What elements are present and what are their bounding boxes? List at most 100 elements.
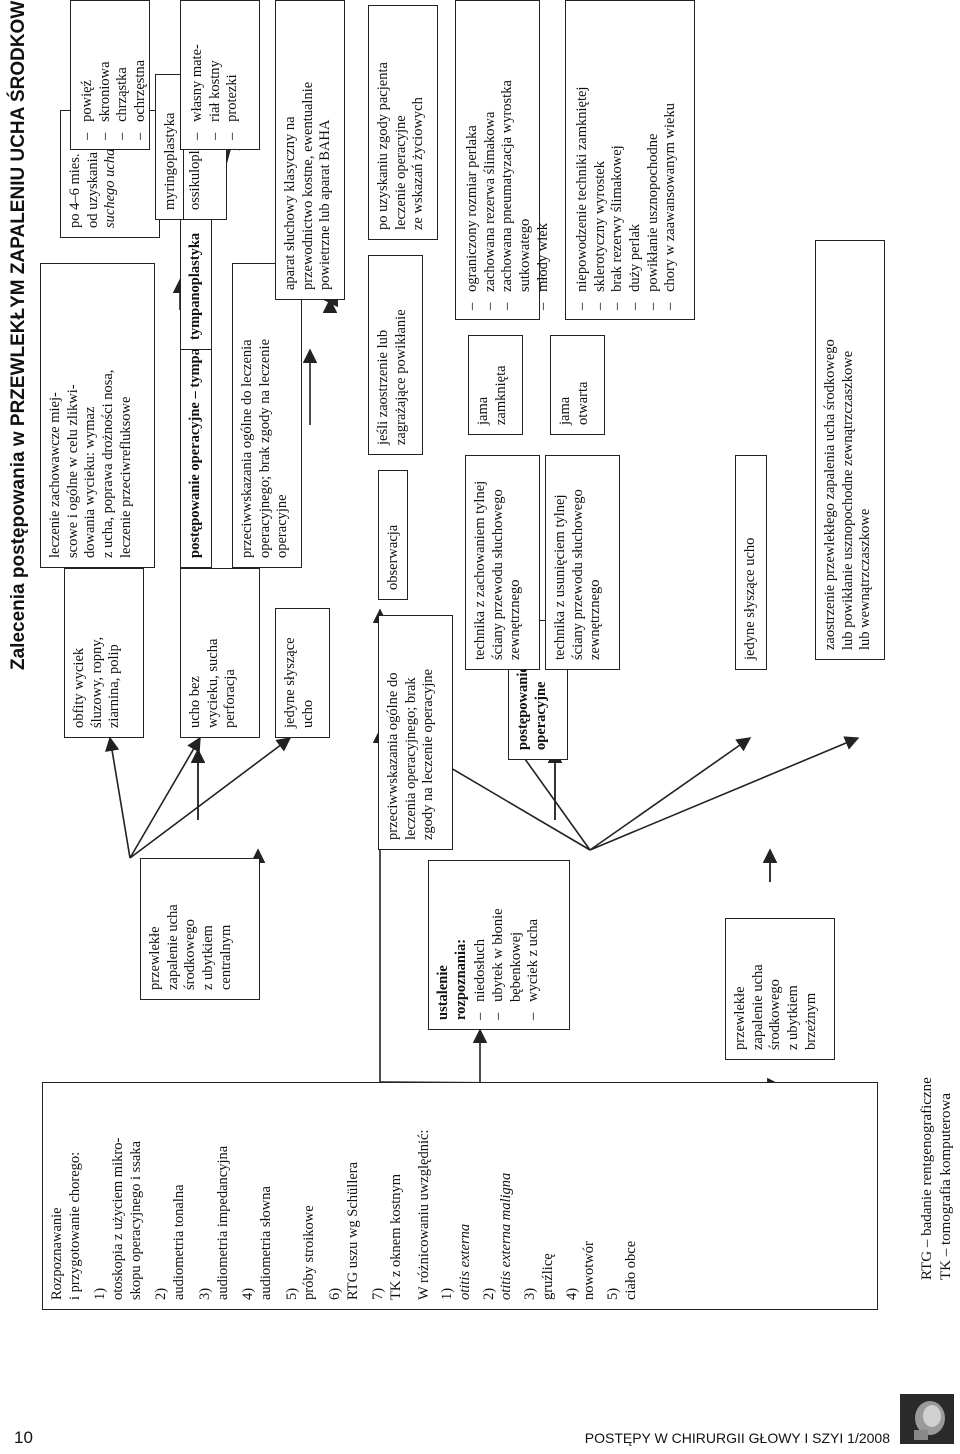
procedures-heading: Rozpoznawanie [49, 1207, 65, 1300]
marginal-label: zapalenie ucha [749, 964, 766, 1050]
closed-criteria-box: ograniczony rozmiar perlakazachowana rez… [455, 0, 551, 320]
diagnosis-item: wyciek z ucha [525, 870, 543, 1020]
open-cavity-text: jama [557, 396, 573, 425]
procedure-number: 3) [196, 1287, 213, 1300]
differential-text: ciało obce [622, 1240, 639, 1300]
complications-box: zaostrzenie przewlekłego zapalenia ucha … [815, 240, 885, 660]
graft-item: powięź [79, 10, 97, 140]
open-cavity-text: otwarta [574, 381, 591, 425]
central-label: centralnym [217, 924, 234, 990]
only-hearing-text: jedyne słyszące ucho [742, 537, 758, 660]
legend-entry: RTG – badanie rentgenograficzne [919, 1077, 935, 1280]
hearing-aid-text: powietrzne lub aparat BAHA [317, 119, 334, 290]
procedure-number: 1) [92, 1287, 109, 1300]
diagnosis-item: niedosłuch [472, 870, 490, 1020]
central-label: środkowego [182, 919, 199, 990]
dry-ear-text: ucho bez [187, 676, 203, 728]
differential-number: 1) [439, 1287, 456, 1300]
differential-item: 3)gruźlicę [522, 1092, 557, 1300]
procedure-item: 6)RTG uszu wg Schüllera [327, 1092, 362, 1300]
procedure-item: 1)otoskopia z użyciem mikro-skopu operac… [92, 1092, 145, 1300]
dry-ear-text: wycieku, sucha [204, 638, 221, 728]
central-label: przewlekłe [147, 926, 163, 990]
procedure-text: audiometria tonalna [171, 1184, 188, 1300]
consent-text: po uzyskaniu zgody pacjenta [375, 62, 391, 230]
only-hearing-text: jedyne słyszące [282, 637, 298, 728]
differential-text: otitis externa [457, 1223, 474, 1300]
procedure-text: otoskopia z użyciem mikro- [110, 1137, 127, 1300]
contraindication-text: leczenia operacyjnego; brak [402, 677, 419, 840]
contraindication-text: przeciwwskazania ogólne do [385, 672, 401, 841]
differential-item: 2)otitis externa maligna [481, 1092, 516, 1300]
procedure-item: 7)TK z oknem kostnym [370, 1092, 405, 1300]
diagnosis-item-list: niedosłuchubytek w błonie bębenkowejwyci… [472, 870, 543, 1020]
differential-item: 5)ciało obce [605, 1092, 640, 1300]
differential-number: 5) [604, 1287, 621, 1300]
closed-criterion-list: ograniczony rozmiar perlakazachowana rez… [464, 10, 552, 310]
skull-icon [900, 1394, 954, 1444]
page-number: 10 [14, 1428, 33, 1447]
open-criterion-list: niepowodzenie techniki zamkniętejsklerot… [574, 10, 680, 310]
consent-text: ze wskazań życiowych [410, 97, 427, 230]
observation-box: obserwacja [378, 470, 408, 600]
consent-text: leczenie operacyjne [392, 115, 409, 230]
conservative-treatment-box: leczenie zachowawcze miej-scowe i ogólne… [40, 263, 155, 568]
exacerbation-text: zagrażające powikłanie [392, 309, 409, 445]
marginal-only-hearing-box: jedyne słyszące ucho [735, 455, 767, 670]
procedure-text: RTG uszu wg Schüllera [344, 1161, 361, 1300]
open-criterion: brak rezerwy ślimakowej [609, 10, 627, 310]
graft-item: skroniowa [97, 10, 115, 140]
differential-text: gruźlicę [539, 1253, 556, 1300]
graft-item-list: własny mate-riał kostnyprotezki [189, 10, 242, 140]
central-label: z ubytkiem [200, 925, 217, 990]
procedure-number: 7) [370, 1287, 387, 1300]
diagnosis-title: ustalenie [435, 965, 451, 1020]
differential-item: 1)otitis externa [439, 1092, 474, 1300]
graft-item: ochrzęstna [132, 10, 150, 140]
procedure-text: skopu operacyjnego i ssaka [127, 1140, 144, 1300]
contraindication-text: operacyjne [274, 494, 291, 558]
marginal-label: brzeżnym [802, 992, 819, 1050]
marginal-label: przewlekłe [732, 986, 748, 1050]
closed-technique-text: zewnętrznego [507, 579, 524, 660]
hearing-aid-text: przewodnictwo kostne, ewentualnie [299, 81, 316, 290]
graft-item-list: powięźskroniowachrząstkaochrzęstna [79, 10, 150, 140]
hearing-aid-text: aparat słuchowy klasyczny na [282, 116, 298, 290]
differential-text: otitis externa maligna [498, 1172, 515, 1300]
only-hearing-text: ucho [299, 699, 316, 728]
observation-text: obserwacja [385, 524, 401, 590]
differential-heading: W różnicowaniu uwzględnić: [415, 1129, 432, 1300]
procedures-heading: i przygotowanie chorego: [66, 1151, 83, 1300]
open-technique-text: technika z usunięciem tylnej [552, 494, 568, 660]
diagnosis-item: ubytek w błonie bębenkowej [490, 870, 525, 1020]
flowchart: Zalecenia postępowania w PRZEWLEKŁYM ZAP… [0, 0, 960, 1390]
complications-text: lub wewnątrzczaszkowe [857, 508, 874, 650]
page-footer: 10 POSTĘPY W CHIRURGII GŁOWY I SZYI 1/20… [0, 1390, 960, 1454]
procedure-text: TK z oknem kostnym [388, 1173, 404, 1300]
conservative-text: leczenie przeciwrefluksowe [117, 396, 134, 558]
open-criterion: niepowodzenie techniki zamkniętej [574, 10, 592, 310]
contraindication-text: przeciwwskazania ogólne do leczenia [239, 339, 255, 558]
central-label: zapalenie ucha [164, 904, 181, 990]
open-criteria-box: niepowodzenie techniki zamkniętejsklerot… [565, 0, 695, 320]
procedure-item: 3)audiometria impedancyjna [197, 1092, 232, 1300]
journal-name: POSTĘPY W CHIRURGII GŁOWY I SZYI 1/2008 [584, 1430, 890, 1446]
discharge-text: ziarnina, polip [106, 644, 123, 728]
marginal-label: z ubytkiem [785, 985, 802, 1050]
marginal-label: środkowego [767, 979, 784, 1050]
open-criterion: powikłanie usznopochodne [645, 10, 663, 310]
procedure-item: 4)audiometria słowna [240, 1092, 275, 1300]
diagnosis-title: rozpoznania: [452, 938, 469, 1020]
legend-entry: TK – tomografia komputerowa [937, 1092, 954, 1280]
